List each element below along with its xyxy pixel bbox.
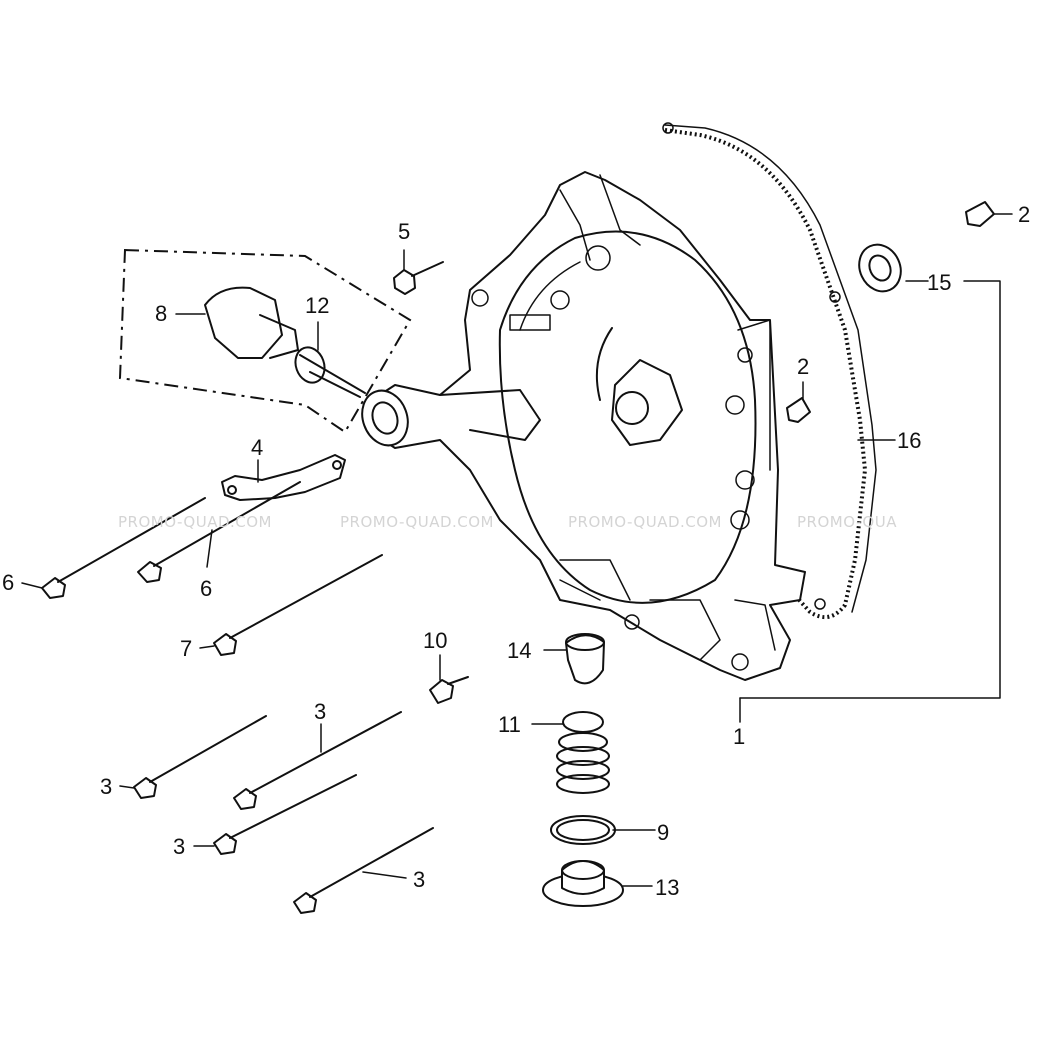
cap-part-14 (565, 633, 605, 685)
plug-part-13 (542, 860, 624, 907)
bolt-part-3-b (233, 711, 402, 810)
callout-9: 9 (657, 820, 669, 845)
bracket-part-4 (221, 454, 346, 501)
watermark-row: PROMO-QUAD.COM PROMO-QUAD.COM PROMO-QUAD… (118, 513, 897, 531)
dipstick-group (118, 248, 412, 434)
callout-13: 13 (655, 875, 679, 900)
crankcase-cover-part-1 (367, 171, 806, 681)
callout-2-mid: 2 (797, 354, 809, 379)
oil-seal-part-15 (858, 243, 902, 293)
dowel-pin-part-2-top (965, 201, 995, 227)
callout-3-b: 3 (314, 699, 326, 724)
leader-lines (21, 213, 1013, 887)
bolt-part-10 (429, 676, 469, 704)
callout-3-d: 3 (413, 867, 425, 892)
callout-14: 14 (507, 638, 531, 663)
spring-part-11 (556, 711, 610, 794)
callout-4: 4 (251, 435, 263, 460)
callout-10: 10 (423, 628, 447, 653)
bolt-part-7 (213, 554, 383, 656)
o-ring-part-9 (550, 815, 616, 845)
arm-seal (361, 389, 409, 447)
bolt-part-3-a (133, 715, 267, 799)
callout-3-a: 3 (100, 774, 112, 799)
callout-2-top: 2 (1018, 202, 1030, 227)
watermark: PROMO-QUA (797, 513, 897, 531)
gasket-part-16 (662, 122, 877, 620)
callout-8: 8 (155, 301, 167, 326)
callout-5: 5 (398, 219, 410, 244)
callout-16: 16 (897, 428, 921, 453)
watermark: PROMO-QUAD.COM (568, 513, 722, 531)
bolt-part-3-c (213, 774, 357, 855)
bolt-part-6-left (41, 497, 206, 599)
callout-6-left: 6 (2, 570, 14, 595)
callout-labels: 1 2 2 3 3 3 3 4 5 6 6 7 8 9 10 11 12 13 … (2, 202, 1030, 900)
dowel-pin-part-2-mid (786, 397, 811, 423)
callout-1: 1 (733, 724, 745, 749)
callout-7: 7 (180, 636, 192, 661)
callout-11: 11 (498, 712, 521, 737)
callout-12: 12 (305, 293, 329, 318)
bolt-part-5 (393, 261, 444, 295)
bolt-part-3-d (293, 827, 434, 914)
callout-15: 15 (927, 270, 951, 295)
callout-3-c: 3 (173, 834, 185, 859)
bolt-part-6-right (137, 481, 301, 583)
watermark: PROMO-QUAD.COM (118, 513, 272, 531)
watermark: PROMO-QUAD.COM (340, 513, 494, 531)
callout-6-right: 6 (200, 576, 212, 601)
